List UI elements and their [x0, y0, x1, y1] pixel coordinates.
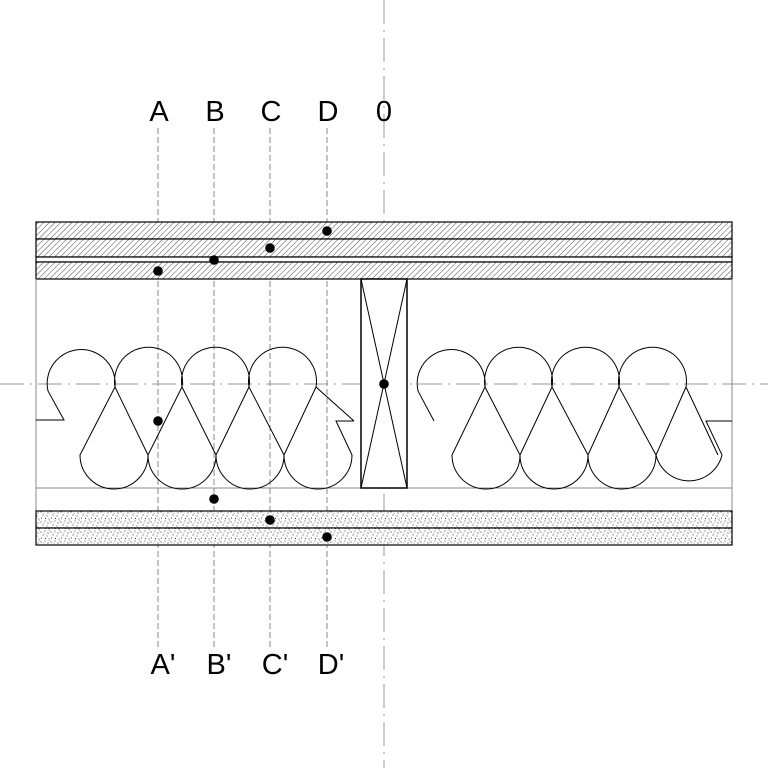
label-a: A — [149, 96, 169, 128]
label-c-prime: C' — [262, 649, 288, 681]
point-d-top — [322, 226, 332, 236]
point-c-bottom — [265, 515, 275, 525]
point-a-insulation — [153, 416, 163, 426]
point-a-top — [153, 266, 163, 276]
insulation-left — [36, 346, 355, 490]
point-c-top — [265, 243, 275, 253]
label-b: B — [205, 96, 224, 128]
label-a-prime: A' — [151, 649, 176, 681]
label-d-prime: D' — [318, 649, 344, 681]
label-c: C — [261, 96, 282, 128]
point-b-top — [209, 255, 219, 265]
label-d: D — [318, 96, 339, 128]
label-b-prime: B' — [207, 649, 232, 681]
point-d-bottom — [322, 532, 332, 542]
label-zero: 0 — [376, 96, 392, 128]
insulation-right — [416, 346, 732, 490]
point-b-bottom — [209, 494, 219, 504]
top-gap-layer — [35, 256, 733, 263]
point-zero — [379, 379, 389, 389]
